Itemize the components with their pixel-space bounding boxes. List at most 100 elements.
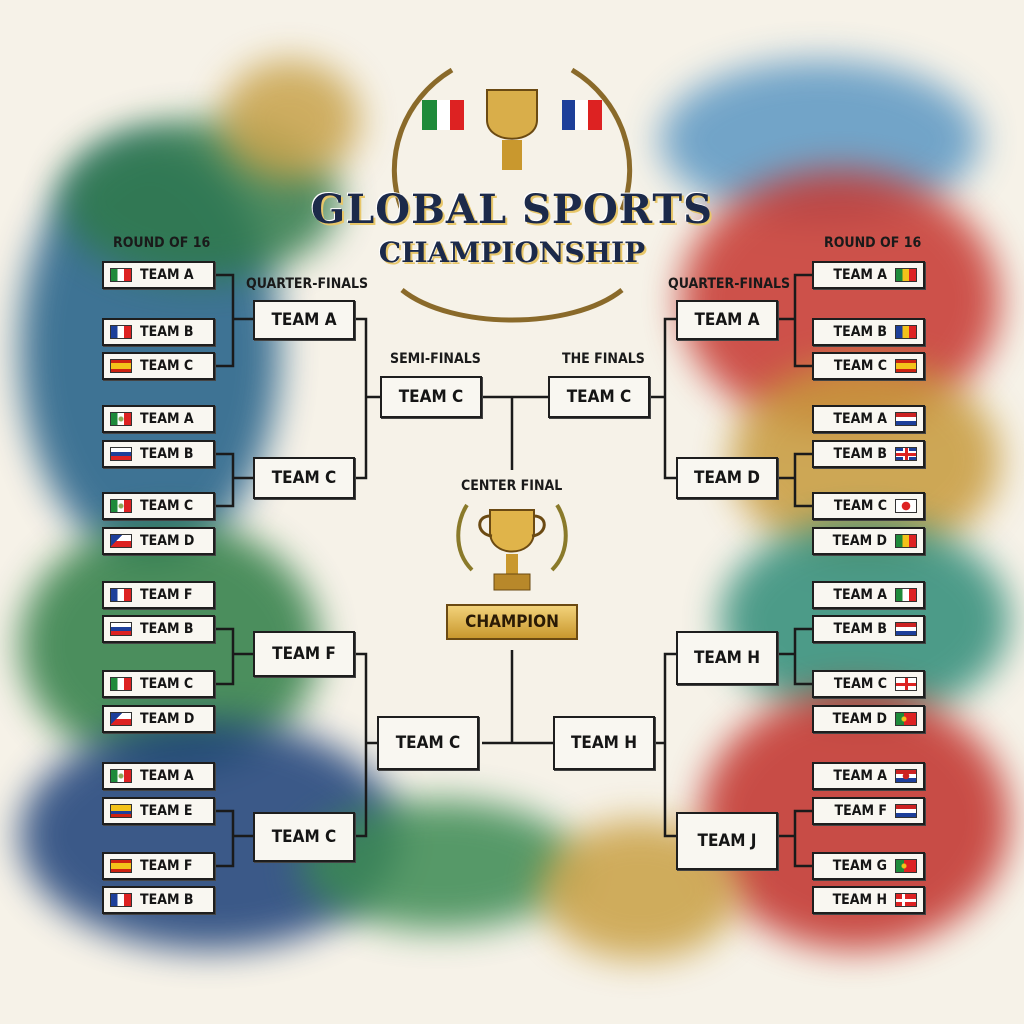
round-of-16-right-team[interactable]: TEAM A xyxy=(812,762,925,790)
round-of-16-right-team[interactable]: TEAM D xyxy=(812,705,925,733)
round-of-16-left-team[interactable]: TEAM A xyxy=(102,261,215,289)
quarter-finals-right-label: QUARTER-FINALS xyxy=(668,276,791,292)
team-name: TEAM A xyxy=(140,768,194,784)
flag-icon xyxy=(110,499,132,513)
round-of-16-right-team[interactable]: TEAM F xyxy=(812,797,925,825)
team-name: TEAM A xyxy=(833,411,887,427)
semi-final-team[interactable]: TEAM C xyxy=(377,716,479,770)
final-team[interactable]: TEAM H xyxy=(553,716,655,770)
the-finals-label: THE FINALS xyxy=(562,351,645,367)
flag-icon xyxy=(110,325,132,339)
flag-icon xyxy=(895,359,917,373)
flag-icon xyxy=(895,677,917,691)
flag-icon xyxy=(895,534,917,548)
round-of-16-right-team[interactable]: TEAM C xyxy=(812,670,925,698)
champion-ribbon: CHAMPION xyxy=(446,604,578,640)
round-of-16-left-team[interactable]: TEAM D xyxy=(102,705,215,733)
round-of-16-left-team[interactable]: TEAM F xyxy=(102,581,215,609)
team-name: TEAM F xyxy=(140,587,193,603)
flag-icon xyxy=(110,622,132,636)
championship-emblem xyxy=(391,67,633,323)
flag-icon xyxy=(110,268,132,282)
flag-icon xyxy=(895,325,917,339)
quarter-final-right-team[interactable]: TEAM H xyxy=(676,631,778,685)
semi-final-team[interactable]: TEAM C xyxy=(380,376,482,418)
flag-icon xyxy=(110,447,132,461)
team-name: TEAM B xyxy=(140,446,194,462)
team-name: TEAM A xyxy=(833,768,887,784)
team-name: TEAM B xyxy=(833,446,887,462)
round-of-16-right-team[interactable]: TEAM G xyxy=(812,852,925,880)
round-of-16-left-team[interactable]: TEAM C xyxy=(102,670,215,698)
quarter-final-left-team[interactable]: TEAM C xyxy=(253,457,355,499)
quarter-final-left-team[interactable]: TEAM A xyxy=(253,300,355,340)
flag-icon xyxy=(895,712,917,726)
round-of-16-left-team[interactable]: TEAM B xyxy=(102,615,215,643)
flag-icon xyxy=(895,447,917,461)
flag-icon xyxy=(110,769,132,783)
team-name: TEAM B xyxy=(140,621,194,637)
round-of-16-right-team[interactable]: TEAM C xyxy=(812,352,925,380)
round-of-16-left-team[interactable]: TEAM B xyxy=(102,886,215,914)
quarter-final-right-team[interactable]: TEAM A xyxy=(676,300,778,340)
team-name: TEAM F xyxy=(140,858,193,874)
quarter-final-left-team[interactable]: TEAM C xyxy=(253,812,355,862)
round-of-16-left-team[interactable]: TEAM B xyxy=(102,318,215,346)
round-of-16-left-team[interactable]: TEAM B xyxy=(102,440,215,468)
flag-icon xyxy=(895,804,917,818)
round-of-16-left-team[interactable]: TEAM F xyxy=(102,852,215,880)
team-name: TEAM D xyxy=(140,533,195,549)
quarter-final-left-team[interactable]: TEAM F xyxy=(253,631,355,677)
team-name: TEAM B xyxy=(833,621,887,637)
team-name: TEAM C xyxy=(140,498,194,514)
team-name: TEAM A xyxy=(140,267,194,283)
round-of-16-left-team[interactable]: TEAM C xyxy=(102,492,215,520)
round-of-16-left-team[interactable]: TEAM D xyxy=(102,527,215,555)
round-of-16-right-label: ROUND OF 16 xyxy=(824,235,922,251)
flag-icon xyxy=(110,804,132,818)
round-of-16-right-team[interactable]: TEAM B xyxy=(812,615,925,643)
flag-icon xyxy=(110,677,132,691)
round-of-16-right-team[interactable]: TEAM A xyxy=(812,261,925,289)
flag-icon xyxy=(110,859,132,873)
team-name: TEAM C xyxy=(833,358,887,374)
team-name: TEAM A xyxy=(833,267,887,283)
team-name: TEAM C xyxy=(140,676,194,692)
quarter-finals-left-label: QUARTER-FINALS xyxy=(246,276,369,292)
round-of-16-right-team[interactable]: TEAM H xyxy=(812,886,925,914)
quarter-final-right-team[interactable]: TEAM J xyxy=(676,812,778,870)
flag-icon xyxy=(895,769,917,783)
team-name: TEAM B xyxy=(140,324,194,340)
final-team[interactable]: TEAM C xyxy=(548,376,650,418)
round-of-16-right-team[interactable]: TEAM C xyxy=(812,492,925,520)
flag-icon xyxy=(110,412,132,426)
flag-icon xyxy=(895,859,917,873)
team-name: TEAM B xyxy=(833,324,887,340)
title-line-2: CHAMPIONSHIP xyxy=(378,236,646,269)
round-of-16-left-team[interactable]: TEAM E xyxy=(102,797,215,825)
round-of-16-left-team[interactable]: TEAM A xyxy=(102,762,215,790)
round-of-16-left-team[interactable]: TEAM C xyxy=(102,352,215,380)
quarter-final-right-team[interactable]: TEAM D xyxy=(676,457,778,499)
flag-icon xyxy=(895,588,917,602)
flag-icon xyxy=(110,534,132,548)
round-of-16-right-team[interactable]: TEAM B xyxy=(812,440,925,468)
team-name: TEAM H xyxy=(832,892,887,908)
trophy-icon xyxy=(456,503,568,591)
round-of-16-right-team[interactable]: TEAM B xyxy=(812,318,925,346)
flag-icon xyxy=(895,499,917,513)
round-of-16-left-label: ROUND OF 16 xyxy=(113,235,211,251)
center-final-label: CENTER FINAL xyxy=(461,478,563,494)
round-of-16-right-team[interactable]: TEAM D xyxy=(812,527,925,555)
round-of-16-right-team[interactable]: TEAM A xyxy=(812,405,925,433)
round-of-16-left-team[interactable]: TEAM A xyxy=(102,405,215,433)
team-name: TEAM E xyxy=(140,803,193,819)
title-line-1: GLOBAL SPORTS xyxy=(310,186,714,233)
team-name: TEAM C xyxy=(140,358,194,374)
team-name: TEAM A xyxy=(140,411,194,427)
flag-icon xyxy=(110,588,132,602)
round-of-16-right-team[interactable]: TEAM A xyxy=(812,581,925,609)
flag-icon xyxy=(895,622,917,636)
flag-icon xyxy=(110,893,132,907)
